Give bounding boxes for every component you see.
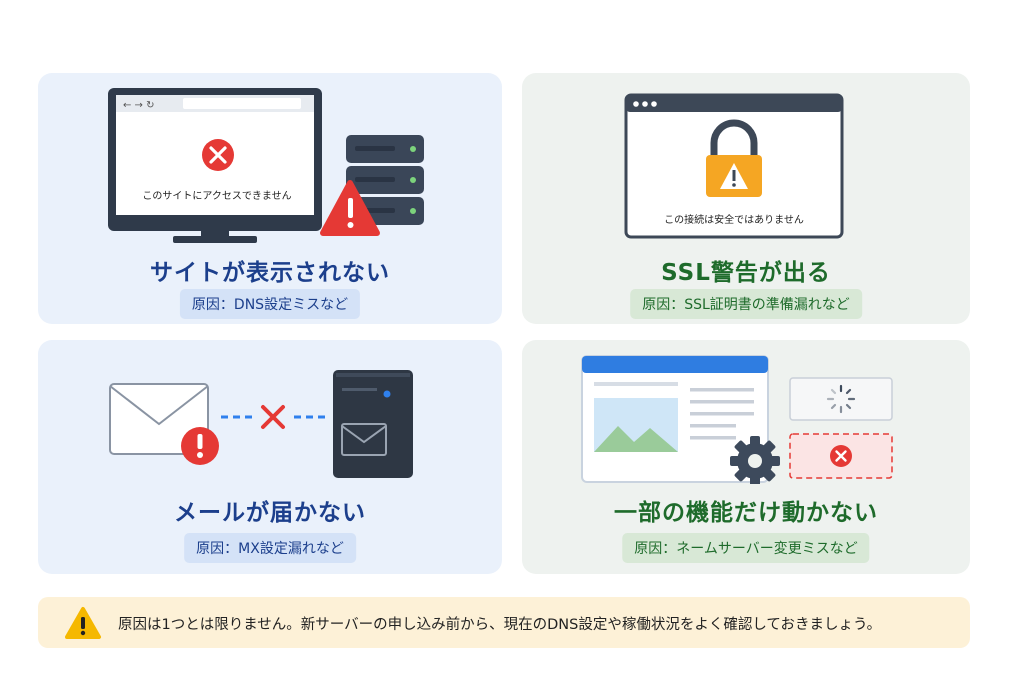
notice-text: 原因は1つとは限りません。新サーバーの申し込み前から、現在のDNS設定や稼働状況… <box>118 617 882 633</box>
gear-icon <box>730 436 780 484</box>
cause-badge: 原因：SSL証明書の準備漏れなど <box>630 289 862 319</box>
mail-server-icon <box>333 370 413 478</box>
card-title: メールが届かない <box>174 500 366 526</box>
mail-server-illustration <box>109 370 413 478</box>
cause-badge: 原因：ネームサーバー変更ミスなど <box>622 533 870 563</box>
error-exclamation-icon <box>181 427 219 465</box>
browser-ssl-message: この接続は安全ではありません <box>664 215 804 226</box>
monitor-server-illustration: ← → ↻ <box>108 88 424 243</box>
error-x-icon <box>830 445 852 467</box>
browser-error-message: このサイトにアクセスできません <box>142 191 292 202</box>
card-mail-not-delivered: メールが届かない 原因：MX設定漏れなど <box>38 340 502 574</box>
card-site-not-displayed: ← → ↻ このサイトにアクセスできません サイトが表示されない <box>38 73 502 324</box>
lock-warning-icon <box>706 119 762 197</box>
envelope-icon <box>109 383 209 455</box>
notice-banner: 原因は1つとは限りません。新サーバーの申し込み前から、現在のDNS設定や稼働状況… <box>38 597 970 648</box>
card-function-not-working: 一部の機能だけ動かない 原因：ネームサーバー変更ミスなど <box>522 340 970 574</box>
cause-badge: 原因：MX設定漏れなど <box>184 533 356 563</box>
error-x-icon <box>202 139 234 171</box>
warning-triangle-icon <box>65 607 101 639</box>
card-title: サイトが表示されない <box>150 260 390 286</box>
card-title: 一部の機能だけ動かない <box>614 500 878 526</box>
card-title: SSL警告が出る <box>661 260 831 286</box>
browser-lock-illustration <box>624 93 844 239</box>
svg-text:← → ↻: ← → ↻ <box>123 100 155 111</box>
warning-triangle-icon <box>320 180 380 236</box>
webpage-gear-illustration <box>581 355 893 484</box>
cause-badge: 原因：DNS設定ミスなど <box>179 289 361 319</box>
loading-spinner-icon <box>826 384 856 414</box>
card-ssl-warning: この接続は安全ではありません SSL警告が出る 原因：SSL証明書の準備漏れなど <box>522 73 970 324</box>
